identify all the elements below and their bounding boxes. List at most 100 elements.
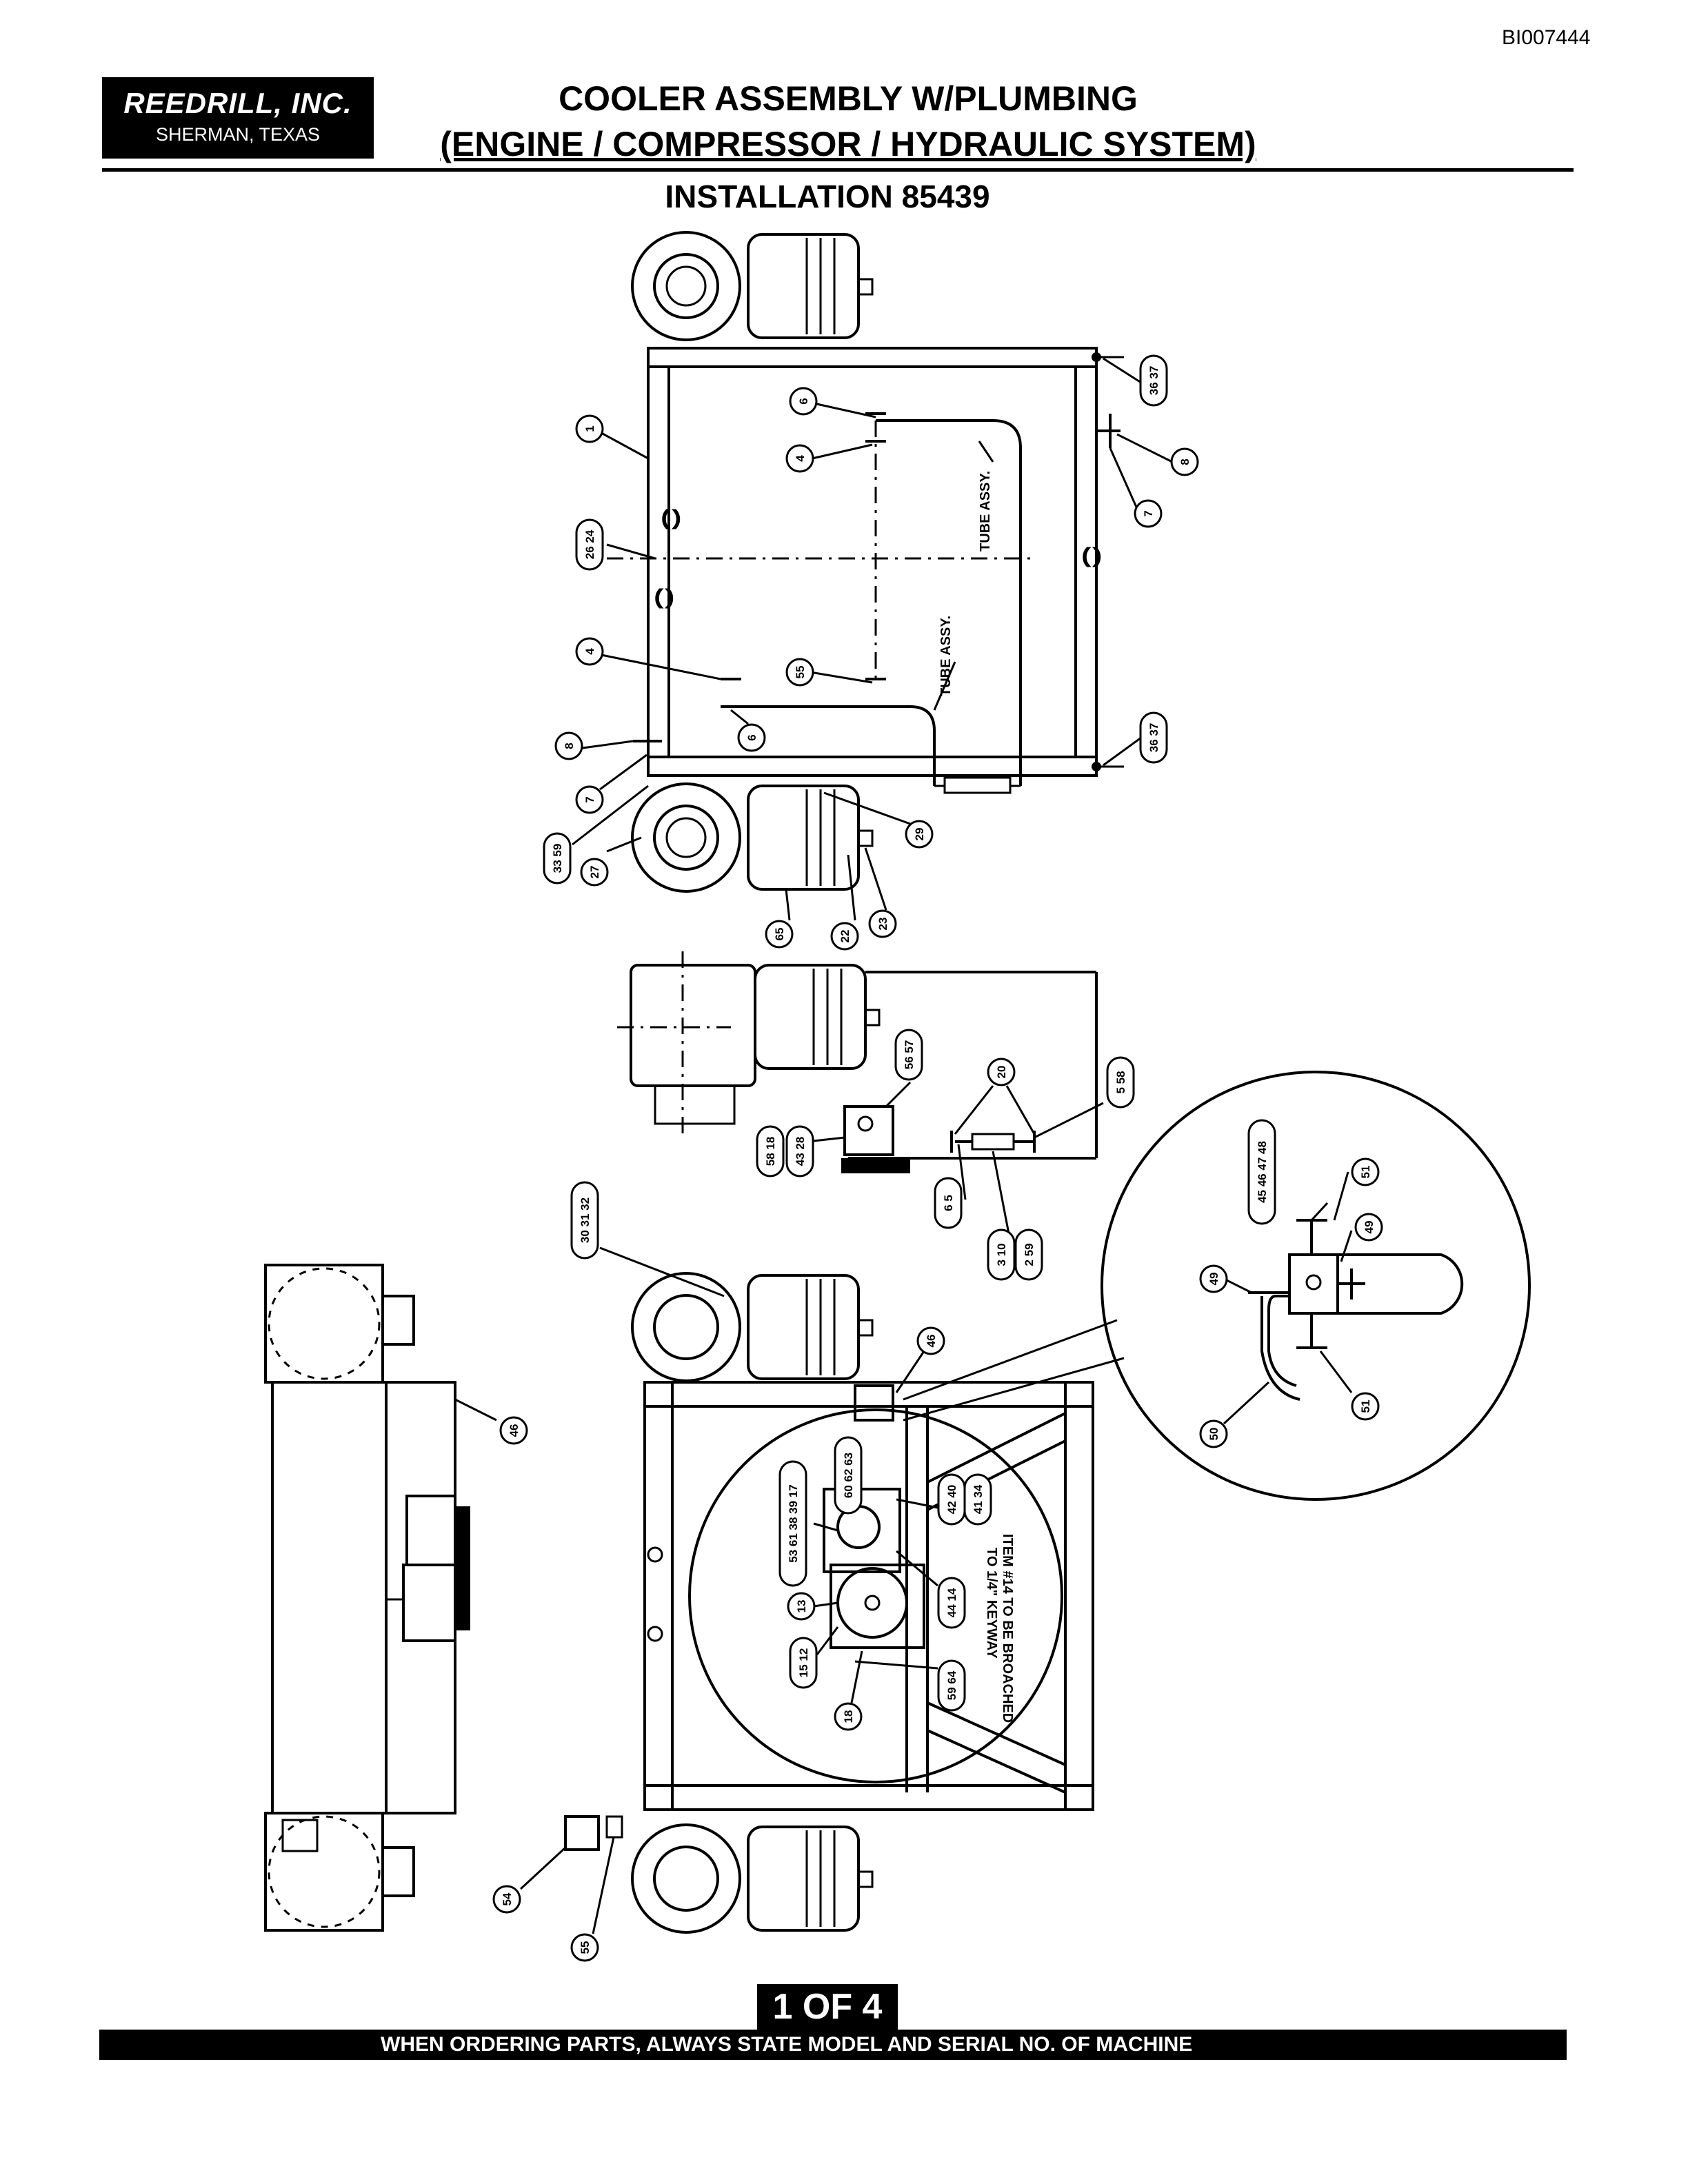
top-compressor <box>631 231 874 341</box>
balloon: 20 <box>987 1058 1016 1086</box>
balloon: 42 40 <box>937 1473 966 1526</box>
svg-text:43 28: 43 28 <box>794 1137 807 1166</box>
broach-note-line-1: ITEM #14 TO BE BROACHED <box>1000 1534 1015 1723</box>
balloon: 49 <box>1199 1264 1228 1293</box>
svg-text:36 37: 36 37 <box>1147 723 1160 753</box>
item-balloons: 1 6 4 36 37 8 7 26 24 4 55 6 36 37 8 7 3… <box>492 354 1383 1962</box>
balloon: 43 28 <box>785 1125 814 1177</box>
svg-text:33 59: 33 59 <box>551 844 564 873</box>
balloon: 58 18 <box>756 1125 785 1177</box>
balloon: 56 57 <box>894 1029 923 1081</box>
svg-text:15 12: 15 12 <box>797 1648 810 1678</box>
svg-text:6: 6 <box>797 398 810 404</box>
balloon: 55 <box>785 658 814 687</box>
balloon: 41 34 <box>963 1473 992 1526</box>
balloon: 54 <box>492 1885 521 1914</box>
svg-text:( ): ( ) <box>655 586 673 607</box>
left-end-view <box>264 1264 470 1932</box>
balloon: 60 62 63 <box>834 1436 863 1515</box>
title-line-2: (ENGINE / COMPRESSOR / HYDRAULIC SYSTEM) <box>440 125 1256 163</box>
balloon: 65 <box>765 920 794 949</box>
svg-text:13: 13 <box>795 1600 808 1613</box>
leader-lines <box>454 357 1353 1934</box>
balloon: 5 58 <box>1106 1056 1135 1109</box>
svg-text:55: 55 <box>579 1941 592 1954</box>
balloon: 26 24 <box>575 518 604 571</box>
balloon: 8 <box>554 731 583 760</box>
footer-text: WHEN ORDERING PARTS, ALWAYS STATE MODEL … <box>381 2033 1193 2056</box>
svg-text:60 62 63: 60 62 63 <box>842 1453 855 1498</box>
svg-text:46: 46 <box>925 1335 938 1348</box>
balloon: 1 <box>575 414 604 443</box>
title-line-1: COOLER ASSEMBLY W/PLUMBING <box>559 79 1138 118</box>
svg-text:41 34: 41 34 <box>972 1484 985 1514</box>
svg-text:65: 65 <box>773 928 786 941</box>
svg-text:8: 8 <box>1178 458 1192 465</box>
balloon: 30 31 32 <box>570 1181 599 1260</box>
balloon: 33 59 <box>543 832 572 884</box>
balloon: 36 37 <box>1139 711 1168 764</box>
page-title: COOLER ASSEMBLY W/PLUMBING (ENGINE / COM… <box>428 76 1269 167</box>
tube-assy-label-lower: TUBE ASSY. <box>938 616 954 696</box>
company-logo: REEDRILL, INC. SHERMAN, TEXAS <box>102 77 374 159</box>
svg-text:46: 46 <box>508 1424 521 1437</box>
svg-text:58 18: 58 18 <box>764 1137 777 1166</box>
balloon: 44 14 <box>937 1577 966 1629</box>
svg-text:( ): ( ) <box>662 507 680 528</box>
svg-text:45 46 47 48: 45 46 47 48 <box>1256 1141 1269 1203</box>
balloon: 29 <box>905 820 934 849</box>
balloon: 23 <box>868 909 897 938</box>
balloon: 4 <box>575 637 604 666</box>
svg-text:51: 51 <box>1359 1400 1372 1413</box>
svg-text:49: 49 <box>1363 1221 1376 1234</box>
svg-text:26 24: 26 24 <box>583 529 596 559</box>
balloon: 55 <box>570 1933 599 1962</box>
svg-text:54: 54 <box>501 1892 514 1905</box>
top-view: ( ) ( ) ( ) <box>607 231 1124 893</box>
svg-text:2 59: 2 59 <box>1023 1243 1036 1266</box>
svg-text:51: 51 <box>1359 1166 1372 1179</box>
svg-text:53 61 38 39 17: 53 61 38 39 17 <box>787 1484 800 1562</box>
document-id: BI007444 <box>1502 26 1591 49</box>
balloon: 6 5 <box>934 1177 963 1229</box>
svg-text:50: 50 <box>1207 1428 1220 1441</box>
page-number: 1 OF 4 <box>757 1984 898 2030</box>
svg-text:59 64: 59 64 <box>945 1670 958 1700</box>
front-view <box>564 1272 1094 1934</box>
balloon: 13 <box>787 1592 816 1621</box>
broach-note-line-2: TO 1/4" KEYWAY <box>984 1548 999 1659</box>
balloon: 6 <box>789 387 818 416</box>
installation-number: INSTALLATION 85439 <box>665 179 990 214</box>
svg-text:7: 7 <box>583 796 596 802</box>
svg-text:49: 49 <box>1207 1273 1220 1286</box>
balloon: 3 10 <box>987 1228 1016 1281</box>
svg-text:4: 4 <box>583 648 596 655</box>
svg-text:20: 20 <box>995 1066 1008 1079</box>
svg-text:55: 55 <box>794 666 807 679</box>
balloon: 4 <box>785 444 814 473</box>
balloon: 51 <box>1351 1157 1380 1186</box>
svg-text:3 10: 3 10 <box>995 1243 1008 1266</box>
balloon: 15 12 <box>789 1637 818 1689</box>
balloon: 49 <box>1354 1213 1383 1242</box>
balloon: 27 <box>580 858 609 887</box>
balloon: 2 59 <box>1014 1228 1043 1281</box>
balloon: 7 <box>1134 499 1163 528</box>
lower-compressor <box>631 782 874 893</box>
balloon: 53 61 38 39 17 <box>778 1460 807 1587</box>
balloon: 50 <box>1199 1419 1228 1448</box>
balloon: 46 <box>499 1416 528 1445</box>
balloon: 51 <box>1351 1392 1380 1421</box>
svg-text:36 37: 36 37 <box>1147 366 1160 396</box>
svg-text:56 57: 56 57 <box>903 1040 916 1070</box>
side-view <box>617 951 1098 1173</box>
footer-bar: WHEN ORDERING PARTS, ALWAYS STATE MODEL … <box>99 2030 1567 2060</box>
balloon: 7 <box>575 785 604 814</box>
balloon: 46 <box>916 1326 945 1355</box>
tube-assy-label-upper: TUBE ASSY. <box>978 471 993 552</box>
balloon: 22 <box>830 922 859 951</box>
balloon: 6 <box>737 723 766 752</box>
svg-text:( ): ( ) <box>1083 545 1101 566</box>
svg-text:5 58: 5 58 <box>1114 1071 1127 1093</box>
